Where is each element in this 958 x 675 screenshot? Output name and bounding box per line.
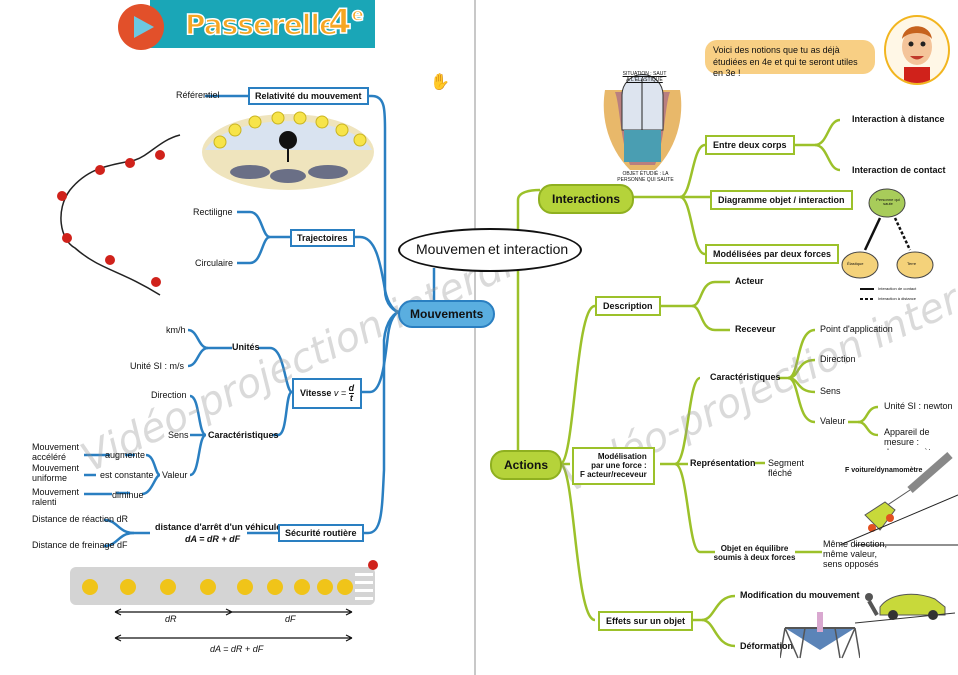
node-diagramme-objet-interaction: Diagramme objet / interaction — [710, 190, 853, 210]
node-vitesse: Vitesse v = d t — [292, 378, 363, 409]
leaf-equilibre: Même direction, même valeur, sens opposé… — [823, 539, 888, 569]
play-icon[interactable] — [118, 4, 164, 50]
leaf-segment-fleche: Segment fléché — [768, 458, 805, 478]
leaf-valeur-force: Valeur — [820, 416, 846, 426]
leaf-unite-si-ms: Unité SI : m/s — [130, 361, 185, 371]
node-entre-deux-corps: Entre deux corps — [705, 135, 795, 155]
vitesse-fraction: d t — [348, 383, 355, 403]
situation-caption: SITUATION : SAUT À L'ÉLASTIQUE — [622, 71, 667, 83]
brand-level: 4e — [327, 1, 365, 43]
leaf-sens: Sens — [168, 430, 189, 440]
main-node-mouvements: Mouvements — [398, 300, 496, 328]
leaf-sens-force: Sens — [820, 386, 841, 396]
leaf-distance-freinage: Distance de freinage dF — [32, 540, 128, 550]
level-suffix: e — [351, 4, 365, 27]
leaf-modification-mouvement: Modification du mouvement — [740, 590, 860, 600]
movement-uniforme: Mouvement uniforme — [32, 463, 80, 483]
leaf-unite-newton: Unité SI : newton — [884, 401, 953, 411]
modelisation-line1: Modélisation — [597, 452, 647, 461]
node-modelisation-force: Modélisation par une force : F acteur/re… — [572, 447, 655, 485]
node-description: Description — [595, 296, 661, 316]
state-augmente: augmente — [105, 450, 146, 460]
node-equilibre: Objet en équilibre soumis à deux forces — [713, 544, 796, 562]
leaf-interaction-distance: Interaction à distance — [852, 114, 945, 124]
leaf-referentiel: Référentiel — [176, 90, 220, 100]
brand-title: Passerelle — [184, 7, 338, 42]
hand-cursor-icon: ✋ — [430, 74, 450, 91]
level-number: 4 — [327, 1, 352, 43]
page-divider — [474, 0, 476, 675]
legend-distance: Interaction à distance — [878, 296, 917, 301]
leaf-direction-force: Direction — [820, 354, 856, 364]
stopping-distance-illustration — [70, 560, 378, 642]
leaf-distance-reaction: Distance de réaction dR — [32, 514, 129, 524]
stopping-distance-title: distance d'arrêt d'un véhicule — [155, 522, 282, 532]
legend-contact: Interaction de contact — [878, 286, 917, 291]
trampoline-illustration — [780, 612, 860, 659]
node-trajectoires: Trajectoires — [290, 229, 355, 247]
node-actions: Actions — [490, 450, 563, 480]
leaf-rectiligne: Rectiligne — [193, 207, 233, 217]
central-left-text: Mouvemen — [416, 241, 486, 257]
skier-trajectory-illustration — [57, 134, 181, 296]
vitesse-label: Vitesse — [300, 387, 332, 398]
studied-object-caption: OBJET ÉTUDIÉ : LA PERSONNE QUI SAUTE — [617, 171, 674, 183]
header-banner — [150, 0, 375, 48]
leaf-circulaire: Circulaire — [195, 258, 234, 268]
vitesse-formula-lhs: v = — [333, 387, 347, 398]
diagram-node-elastique: Élastique — [847, 261, 864, 266]
stopping-distance-formula: dA = dR + dF — [185, 534, 241, 544]
leaf-direction: Direction — [151, 390, 187, 400]
leaf-dynamometre: Appareil de mesure : dynamomètre — [884, 428, 939, 450]
leaf-interaction-contact: Interaction de contact — [852, 165, 946, 175]
modelisation-line3: F acteur/receveur — [580, 470, 647, 480]
character-avatar — [884, 15, 950, 85]
state-diminue: diminue — [112, 490, 144, 500]
pushing-car-illustration — [855, 593, 955, 624]
node-caracteristiques: Caractéristiques — [208, 430, 279, 440]
shadows-illustration — [202, 111, 374, 190]
leaf-deformation: Déformation — [740, 641, 794, 651]
bungee-jump-illustration — [603, 74, 682, 170]
label-df: dF — [285, 614, 296, 624]
leaf-valeur: Valeur — [162, 470, 188, 480]
diagram-node-terre: Terre — [907, 261, 917, 266]
speech-bubble: Voici des notions que tu as déjà étudiée… — [705, 40, 875, 78]
dynamometer-car-illustration — [840, 451, 958, 546]
label-dr: dR — [165, 614, 177, 624]
leaf-kmh: km/h — [166, 325, 186, 335]
node-effets-objet: Effets sur un objet — [598, 611, 694, 631]
fraction-numerator: d — [348, 383, 355, 394]
fraction-denominator: t — [349, 393, 353, 403]
node-interactions: Interactions — [538, 184, 635, 214]
central-node: Mouvemen et interaction — [398, 228, 582, 272]
modelisation-line2: par une force : — [591, 461, 647, 471]
central-right-text: et interaction — [488, 241, 569, 257]
leaf-point-application: Point d'application — [820, 324, 893, 334]
boy-face-icon — [902, 26, 932, 83]
object-interaction-diagram — [841, 188, 934, 300]
diagram-node-personne: Personne qui saute — [876, 197, 900, 207]
force-caption: F voiture/dynamomètre — [845, 467, 923, 474]
state-constante: est constante — [100, 470, 154, 480]
node-unites: Unités — [232, 342, 260, 352]
label-da: dA = dR + dF — [210, 644, 264, 654]
movement-accelere: Mouvement accéléré — [32, 442, 80, 462]
node-representation: Représentation — [690, 458, 756, 468]
node-caracteristiques-force: Caractéristiques — [710, 372, 781, 382]
node-securite-routiere: Sécurité routière — [278, 524, 364, 542]
movement-ralenti: Mouvement ralenti — [32, 487, 80, 507]
node-relativite: Relativité du mouvement — [248, 87, 369, 105]
node-modelisees-deux-forces: Modélisées par deux forces — [705, 244, 840, 264]
leaf-receveur: Receveur — [735, 324, 776, 334]
leaf-acteur: Acteur — [735, 276, 764, 286]
